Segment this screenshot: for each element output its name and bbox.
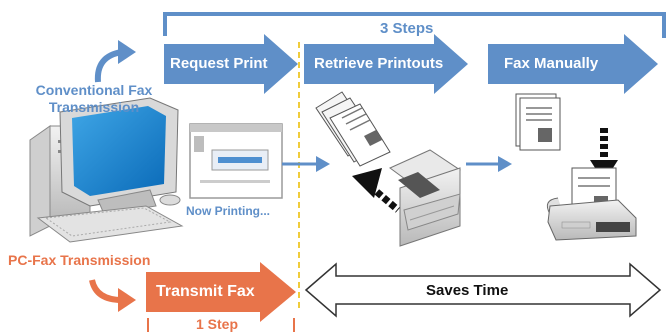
conventional-curve-arrow	[94, 40, 136, 83]
one-step-label: 1 Step	[196, 316, 239, 332]
request-print-label: Request Print	[170, 55, 268, 72]
fax-papers-icon	[515, 93, 561, 151]
fax-manually-label: Fax Manually	[504, 55, 599, 72]
pcfax-curve-arrow	[89, 279, 136, 312]
pcfax-label: PC-Fax Transmission	[8, 252, 151, 268]
printer-to-fax-arrow	[466, 156, 512, 172]
transmit-fax-arrow	[146, 262, 296, 322]
conventional-fax-label: Conventional Fax Transmission	[35, 82, 153, 115]
computer-icon	[29, 97, 184, 243]
now-printing-caption: Now Printing...	[186, 204, 270, 218]
three-steps-label: 3 Steps	[380, 20, 434, 37]
steps-bracket	[163, 12, 666, 38]
transmit-fax-label: Transmit Fax	[156, 283, 255, 300]
saves-time-label: Saves Time	[426, 282, 509, 299]
printouts-stack-icon	[315, 91, 391, 167]
retrieve-printouts-label: Retrieve Printouts	[314, 55, 444, 72]
pickup-arrow-icon	[352, 168, 401, 213]
printer-icon	[389, 149, 461, 247]
request-print-arrow	[164, 34, 298, 94]
saves-time-double-arrow	[304, 262, 662, 318]
retrieve-printouts-arrow	[304, 34, 468, 94]
now-printing-screen-icon	[189, 123, 283, 199]
fax-manually-arrow	[488, 34, 658, 94]
screen-to-printer-arrow	[282, 156, 330, 172]
fax-machine-icon	[546, 167, 637, 241]
